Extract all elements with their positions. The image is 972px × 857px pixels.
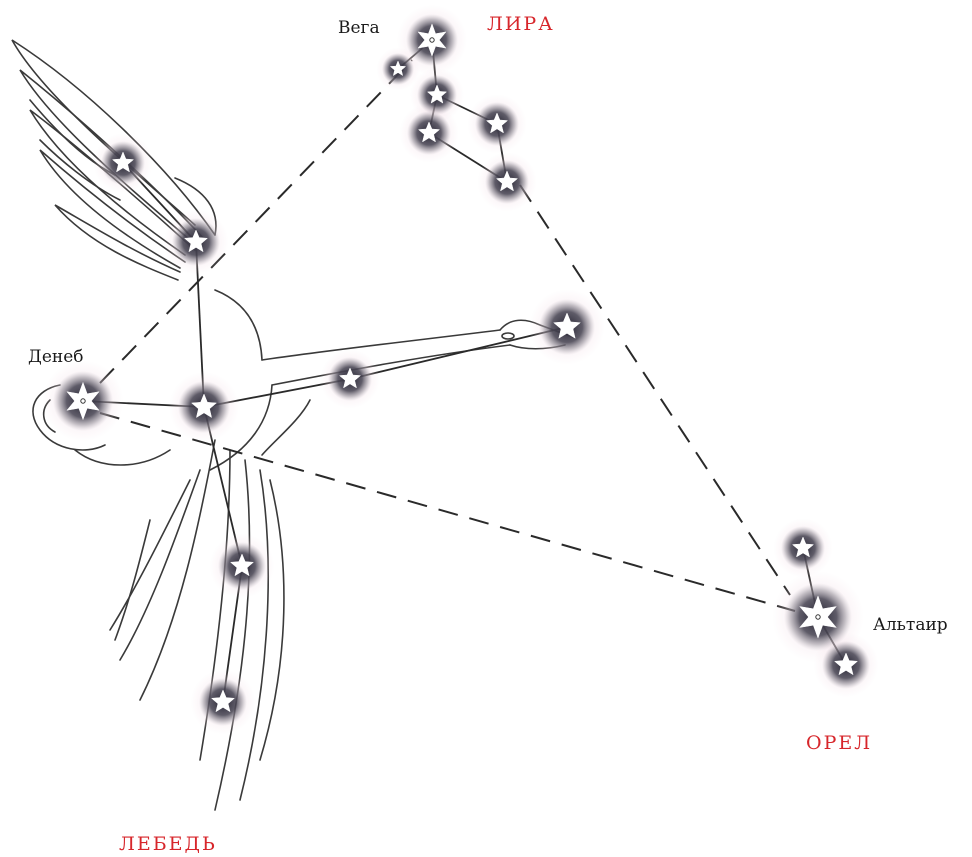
stars-layer [42, 4, 879, 735]
star-icon [773, 518, 833, 578]
star-icon [42, 360, 124, 442]
star-label-altair: Альтаир [873, 615, 948, 635]
star-icon [320, 349, 380, 409]
summer-triangle-lines [99, 59, 796, 612]
star-icon [168, 371, 240, 443]
star-label-deneb: Денеб [28, 347, 84, 367]
star-icon [190, 669, 256, 735]
star-icon [467, 94, 527, 154]
constellation-label-cygnus: ЛЕБЕДЬ [119, 833, 217, 855]
star-icon [376, 47, 420, 91]
constellation-lines [82, 39, 847, 703]
star-icon [529, 289, 605, 365]
star-icon [209, 533, 275, 599]
star-icon [399, 103, 459, 163]
star-icon [477, 152, 537, 212]
constellation-label-lyra: ЛИРА [487, 13, 555, 35]
star-icon [813, 632, 879, 698]
star-icon [163, 209, 229, 275]
star-icon [93, 133, 153, 193]
star-label-vega: Вега [338, 18, 380, 38]
constellation-label-aquila: ОРЕЛ [806, 732, 872, 754]
